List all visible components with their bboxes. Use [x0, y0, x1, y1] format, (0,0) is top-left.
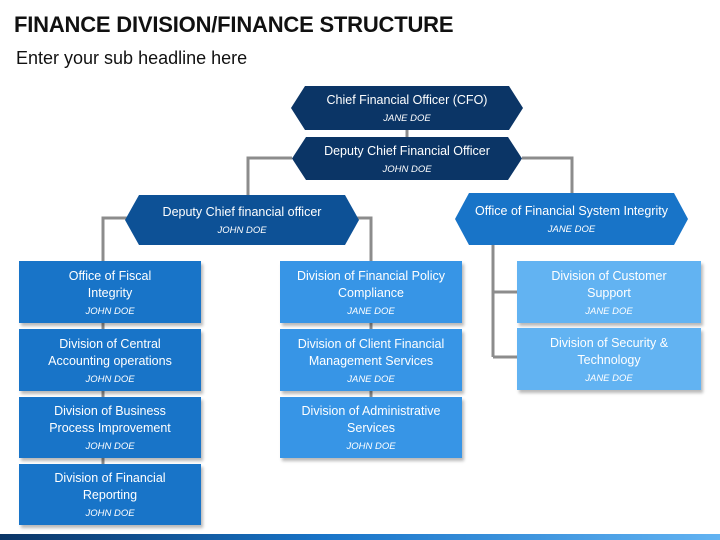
node-person: JANE DOE [547, 224, 596, 235]
node-person: JANE DOE [347, 373, 395, 385]
node-client-financial[interactable]: Division of Client Financial Management … [280, 329, 462, 391]
node-financial-reporting[interactable]: Division of Financial Reporting JOHN DOE [19, 464, 201, 525]
node-person: JOHN DOE [85, 373, 135, 385]
node-title: Division of Financial Policy Compliance [297, 268, 445, 300]
connector-deputy-branch [246, 156, 574, 195]
node-central-accounting[interactable]: Division of Central Accounting operation… [19, 329, 201, 391]
node-fiscal-integrity[interactable]: Office of Fiscal Integrity JOHN DOE [19, 261, 201, 323]
node-title: Chief Financial Officer (CFO) [326, 93, 488, 107]
node-deputy-cfo[interactable]: Deputy Chief Financial Officer JOHN DOE [292, 137, 522, 180]
node-person: JOHN DOE [382, 163, 432, 175]
connector-right-branch [491, 244, 518, 359]
node-person: JANE DOE [585, 305, 633, 317]
page-title: FINANCE DIVISION/FINANCE STRUCTURE [14, 12, 454, 37]
node-title: Division of Customer Support [551, 268, 667, 300]
node-title: Division of Financial Reporting [54, 471, 166, 502]
node-title: Deputy Chief Financial Officer [324, 143, 490, 158]
node-person: JANE DOE [585, 372, 633, 384]
node-title: Division of Client Financial Management … [297, 336, 445, 368]
node-title: Division of Business Process Improvement [49, 404, 171, 435]
page-subtitle: Enter your sub headline here [16, 48, 248, 68]
node-deputy-left[interactable]: Deputy Chief financial officer JOHN DOE [125, 195, 359, 245]
node-title: Division of Security & Technology [549, 335, 669, 367]
node-title: Office of Fiscal Integrity [68, 268, 152, 300]
node-person: JOHN DOE [85, 441, 135, 452]
node-customer-support[interactable]: Division of Customer Support JANE DOE [517, 261, 701, 323]
node-cfo[interactable]: Chief Financial Officer (CFO) JANE DOE [291, 86, 523, 130]
node-business-process[interactable]: Division of Business Process Improvement… [19, 397, 201, 458]
node-person: JANE DOE [347, 305, 395, 317]
node-person: JOHN DOE [346, 441, 396, 452]
node-administrative-services[interactable]: Division of Administrative Services JOHN… [280, 397, 462, 458]
node-person: JANE DOE [383, 113, 431, 124]
node-title: Office of Financial System Integrity [475, 204, 668, 218]
node-person: JOHN DOE [217, 225, 267, 236]
node-security-technology[interactable]: Division of Security & Technology JANE D… [517, 328, 701, 390]
connector-left-branch [101, 216, 373, 262]
node-title: Division of Administrative Services [301, 404, 441, 435]
node-title: Division of Central Accounting operation… [48, 336, 172, 368]
node-person: JOHN DOE [85, 508, 135, 519]
node-person: JOHN DOE [85, 305, 135, 317]
node-system-integrity[interactable]: Office of Financial System Integrity JAN… [455, 193, 688, 245]
node-policy-compliance[interactable]: Division of Financial Policy Compliance … [280, 261, 462, 323]
bottom-accent-bar [0, 534, 720, 540]
node-title: Deputy Chief financial officer [162, 205, 322, 219]
